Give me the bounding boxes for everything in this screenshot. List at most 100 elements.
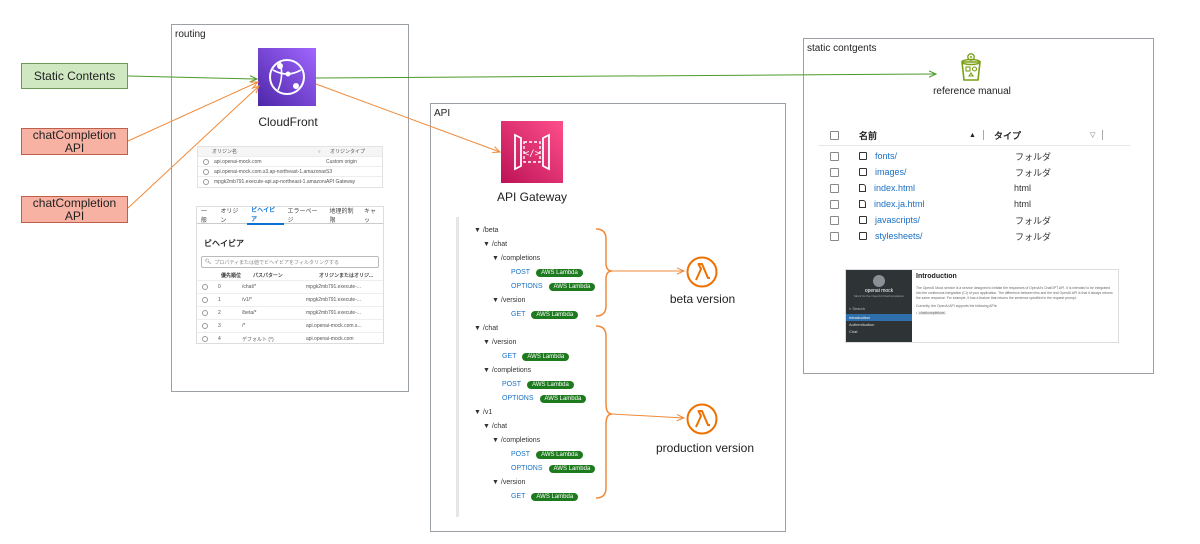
- s3-file-row[interactable]: fonts/ フォルダ: [818, 148, 1128, 164]
- lambda-badge: AWS Lambda: [531, 493, 579, 501]
- s3-file-name[interactable]: javascripts/: [875, 215, 921, 225]
- docs-nav-authentication[interactable]: Authentication: [849, 322, 875, 327]
- method-label: POST: [511, 269, 531, 276]
- cf-behavior-row[interactable]: 2 /beta/* mpgk2mb791.execute-...: [197, 306, 383, 319]
- s3-file-row[interactable]: index.html html: [818, 180, 1128, 196]
- tree-node-v1-version[interactable]: ▼ /version: [492, 479, 526, 486]
- docs-brand-sub: Mock for the OpenAI ChatCompletion: [854, 294, 904, 298]
- s3-file-name[interactable]: fonts/: [875, 151, 898, 161]
- row-checkbox[interactable]: [830, 167, 839, 177]
- tree-node-beta[interactable]: ▼ /beta: [474, 227, 499, 234]
- tree-node-v1[interactable]: ▼ /v1: [474, 409, 493, 416]
- search-icon: 🔍︎: [205, 259, 212, 265]
- docs-logo: [873, 275, 885, 287]
- search-icon: ⌕: [849, 306, 852, 311]
- row-checkbox[interactable]: [830, 215, 839, 225]
- s3-file-name[interactable]: index.ja.html: [874, 199, 925, 209]
- s3-col-type[interactable]: タイプ: [994, 130, 1022, 141]
- row-checkbox[interactable]: [830, 231, 839, 241]
- cf-origin-row[interactable]: mpgk2mb791.execute-api.ap-northeast-1.am…: [198, 176, 382, 186]
- docs-nav-chat[interactable]: Chat: [849, 329, 858, 334]
- lambda-beta-icon: [686, 256, 718, 288]
- tree-node-chat[interactable]: ▼ /chat: [474, 325, 499, 332]
- cf-origins-header: オリジン名 ▿ オリジンタイプ: [198, 147, 382, 156]
- radio-icon[interactable]: [203, 158, 209, 165]
- tree-node-beta-completions[interactable]: ▼ /completions: [492, 255, 541, 262]
- cf-behavior-row[interactable]: 0 /chat/* mpgk2mb791.execute-...: [197, 280, 383, 293]
- s3-file-row[interactable]: javascripts/ フォルダ: [818, 212, 1128, 228]
- radio-icon[interactable]: [202, 336, 208, 342]
- cf-behavior-row[interactable]: 3 /* api.openai-mock.com.s...: [197, 319, 383, 332]
- s3-col-name[interactable]: 名前: [859, 130, 878, 141]
- tree-node-beta-version[interactable]: ▼ /version: [492, 297, 526, 304]
- tab-general[interactable]: 一般: [201, 209, 208, 224]
- s3-file-name[interactable]: index.html: [874, 183, 916, 193]
- cf-behavior-priority: 2: [218, 310, 221, 316]
- static-frame-title: static contgents: [807, 43, 877, 54]
- docs-search[interactable]: ⌕ Search: [846, 306, 912, 311]
- tree-node-v1-completions[interactable]: ▼ /completions: [492, 437, 541, 444]
- docs-body-2: Currently, the OpenAI API supports the f…: [916, 304, 998, 308]
- radio-icon[interactable]: [203, 178, 209, 185]
- static-contents-label: Static Contents: [33, 68, 116, 83]
- chat-completion-box-1: chatCompletion API: [21, 128, 128, 155]
- docs-nav-introduction[interactable]: Introduction: [846, 314, 912, 321]
- cf-behavior-origin: mpgk2mb791.execute-...: [306, 310, 362, 316]
- cf-behavior-row[interactable]: 1 /v1/* mpgk2mb791.execute-...: [197, 293, 383, 306]
- radio-icon[interactable]: [202, 297, 208, 303]
- cf-behaviors-header-priority: 優先順位: [221, 273, 242, 279]
- cf-origin-name: api.openai-mock.com: [214, 158, 262, 165]
- tree-node-chat-completions[interactable]: ▼ /completions: [483, 367, 532, 374]
- static-contents-box: Static Contents: [21, 63, 128, 89]
- tab-origins[interactable]: オリジン: [220, 209, 239, 224]
- tree-node-chat-version[interactable]: ▼ /version: [483, 339, 517, 346]
- chat-completion-box-2: chatCompletion API: [21, 196, 128, 223]
- radio-icon[interactable]: [202, 284, 208, 290]
- select-all-checkbox[interactable]: [830, 130, 839, 140]
- row-checkbox[interactable]: [830, 151, 839, 161]
- cf-behavior-row[interactable]: 4 デフォルト (*) api.openai-mock.com: [197, 332, 383, 345]
- sort-neutral-icon[interactable]: ▽: [1090, 132, 1096, 139]
- tree-node-beta-chat[interactable]: ▼ /chat: [483, 241, 508, 248]
- cf-behavior-priority: 1: [218, 297, 221, 303]
- s3-file-name[interactable]: stylesheets/: [875, 231, 923, 241]
- cf-origin-row[interactable]: api.openai-mock.com Custom origin: [198, 156, 382, 166]
- cf-behaviors-search[interactable]: 🔍︎ プロパティまたは値でビヘイビアをフィルタリングする: [201, 256, 379, 268]
- sort-asc-icon[interactable]: ▲: [969, 131, 976, 139]
- folder-icon: [859, 168, 867, 176]
- s3-file-row[interactable]: stylesheets/ フォルダ: [818, 228, 1128, 244]
- radio-icon[interactable]: [202, 323, 208, 329]
- s3-file-name[interactable]: images/: [875, 167, 907, 177]
- tree-node-v1-chat[interactable]: ▼ /chat: [483, 423, 508, 430]
- tab-geo-restrictions[interactable]: 地理的制限: [329, 209, 354, 224]
- docs-brand: openai mock: [864, 288, 894, 294]
- radio-icon[interactable]: [203, 168, 209, 175]
- cf-behavior-priority: 3: [218, 323, 221, 329]
- cf-origin-name: mpgk2mb791.execute-api.ap-northeast-1.am…: [214, 178, 326, 185]
- row-checkbox[interactable]: [830, 183, 839, 193]
- cf-origins-header-name: オリジン名: [212, 149, 238, 155]
- chat-completion-label-1: chatCompletion: [32, 127, 117, 142]
- cf-behaviors-search-placeholder: プロパティまたは値でビヘイビアをフィルタリングする: [214, 259, 339, 266]
- tab-cache[interactable]: キャッ: [363, 209, 376, 224]
- row-checkbox[interactable]: [830, 199, 839, 209]
- tab-error-pages[interactable]: エラーページ: [287, 209, 318, 224]
- s3-file-type: フォルダ: [1015, 151, 1052, 162]
- method-label: GET: [502, 353, 517, 360]
- s3-file-row[interactable]: images/ フォルダ: [818, 164, 1128, 180]
- cf-tab-bar: 一般 オリジン ビヘイビア エラーページ 地理的制限 キャッ: [197, 205, 383, 225]
- tab-behaviors[interactable]: ビヘイビア: [247, 205, 284, 225]
- cf-origin-row[interactable]: api.openai-mock.com.s3.ap-northeast-1.am…: [198, 166, 382, 176]
- s3-file-row[interactable]: index.ja.html html: [818, 196, 1128, 212]
- radio-icon[interactable]: [202, 310, 208, 316]
- cloudfront-icon: [258, 48, 316, 106]
